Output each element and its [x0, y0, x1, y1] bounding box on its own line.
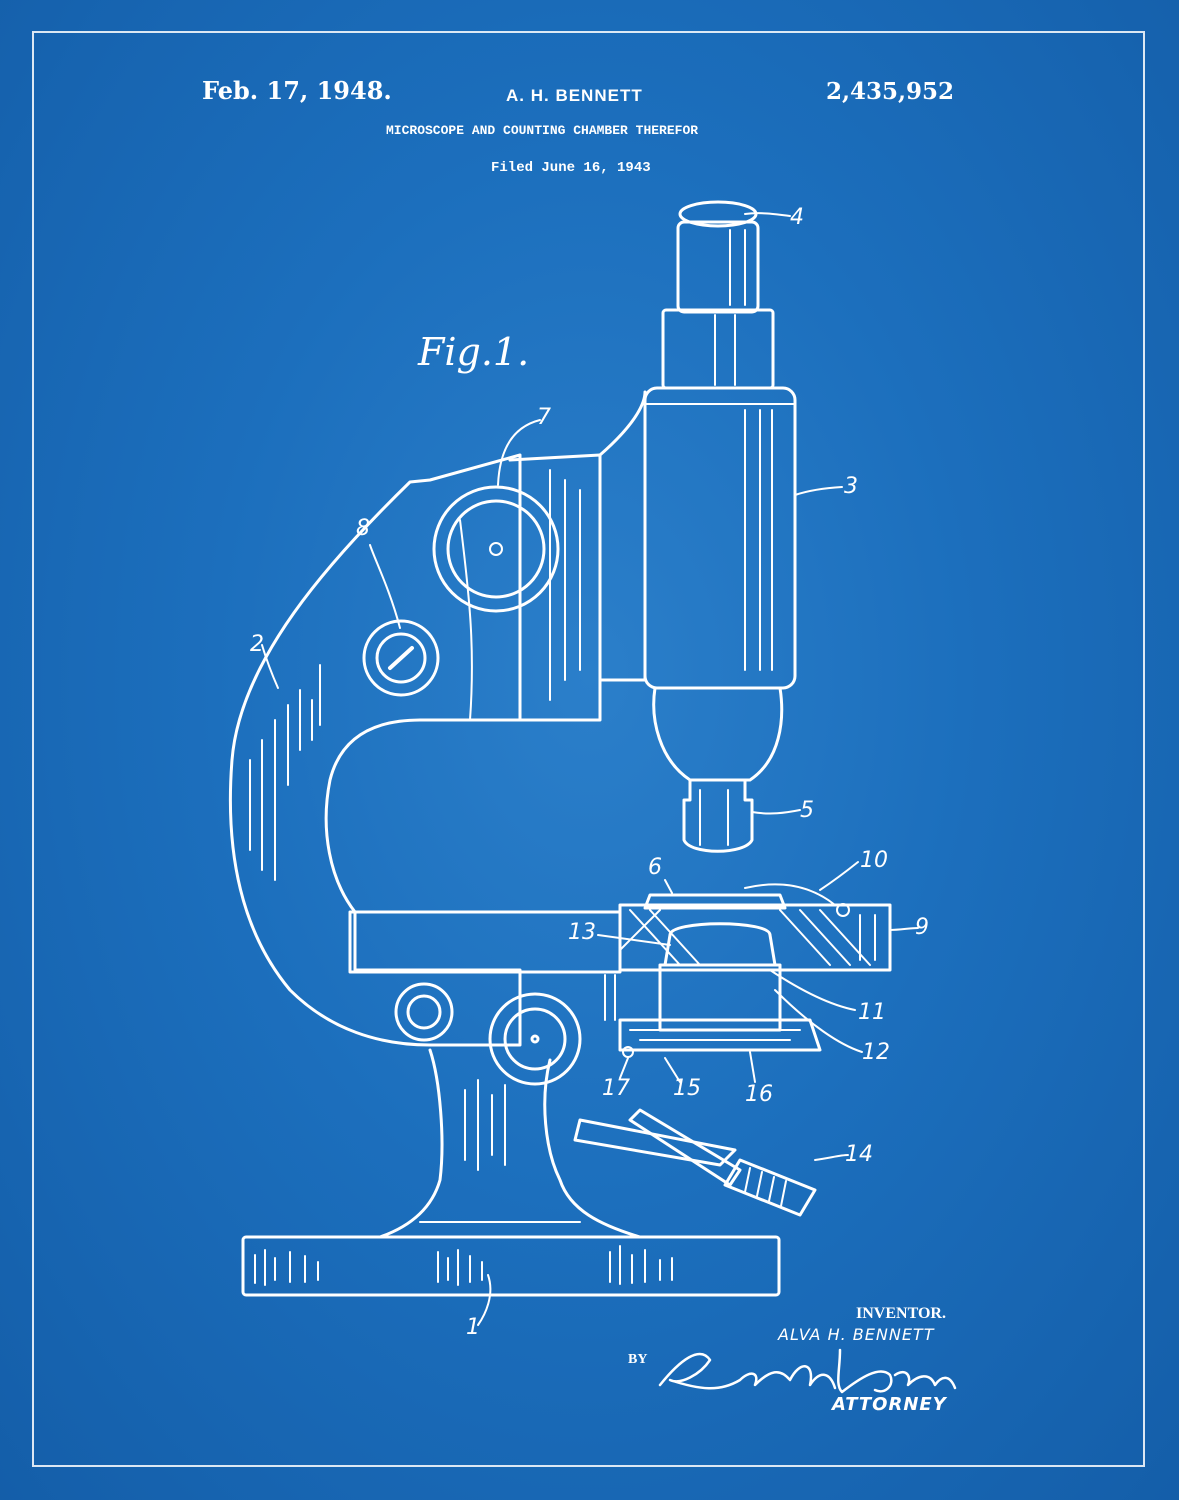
patent-title: MICROSCOPE AND COUNTING CHAMBER THEREFOR [386, 123, 699, 138]
mirror-lever [573, 1108, 817, 1217]
inventor-heading: INVENTOR. [856, 1305, 946, 1322]
part-number-14: 14 [845, 1142, 873, 1167]
part-number-4: 4 [790, 205, 804, 230]
part-number-3: 3 [844, 474, 858, 499]
patent-date: Feb. 17, 1948. [202, 76, 392, 105]
base [241, 1235, 781, 1297]
part-number-8: 8 [356, 516, 370, 541]
part-number-13: 13 [568, 920, 596, 945]
attorney-label: ATTORNEY [832, 1394, 947, 1415]
coarse-focus-knob [432, 453, 602, 722]
part-number-12: 12 [862, 1040, 890, 1065]
part-number-15: 15 [673, 1076, 701, 1101]
patent-number: 2,435,952 [826, 78, 955, 105]
part-number-2: 2 [250, 632, 264, 657]
border-frame [32, 31, 1145, 1467]
part-number-1: 1 [466, 1315, 480, 1340]
leader-lines [261, 212, 919, 1326]
figure-label: Fig.1. [418, 330, 530, 374]
stage-knobs [394, 982, 582, 1086]
filed-date: Filed June 16, 1943 [491, 160, 651, 176]
arm [228, 453, 522, 1047]
condenser [604, 922, 822, 1058]
fine-focus-knob [362, 619, 440, 697]
signature [658, 1348, 957, 1394]
stage [348, 883, 892, 974]
part-number-6: 6 [648, 855, 662, 880]
part-number-10: 10 [860, 848, 888, 873]
part-number-17: 17 [602, 1076, 630, 1101]
part-number-11: 11 [858, 1000, 886, 1025]
objective [652, 686, 784, 853]
header-inventor: A. H. BENNETT [506, 86, 643, 105]
part-number-9: 9 [915, 915, 929, 940]
part-number-7: 7 [537, 405, 551, 430]
inventor-name: ALVA H. BENNETT [778, 1325, 935, 1344]
body-tube [598, 200, 797, 690]
part-number-5: 5 [800, 798, 814, 823]
pillar [378, 1048, 642, 1239]
by-label: BY [628, 1352, 648, 1367]
part-number-16: 16 [745, 1082, 773, 1107]
